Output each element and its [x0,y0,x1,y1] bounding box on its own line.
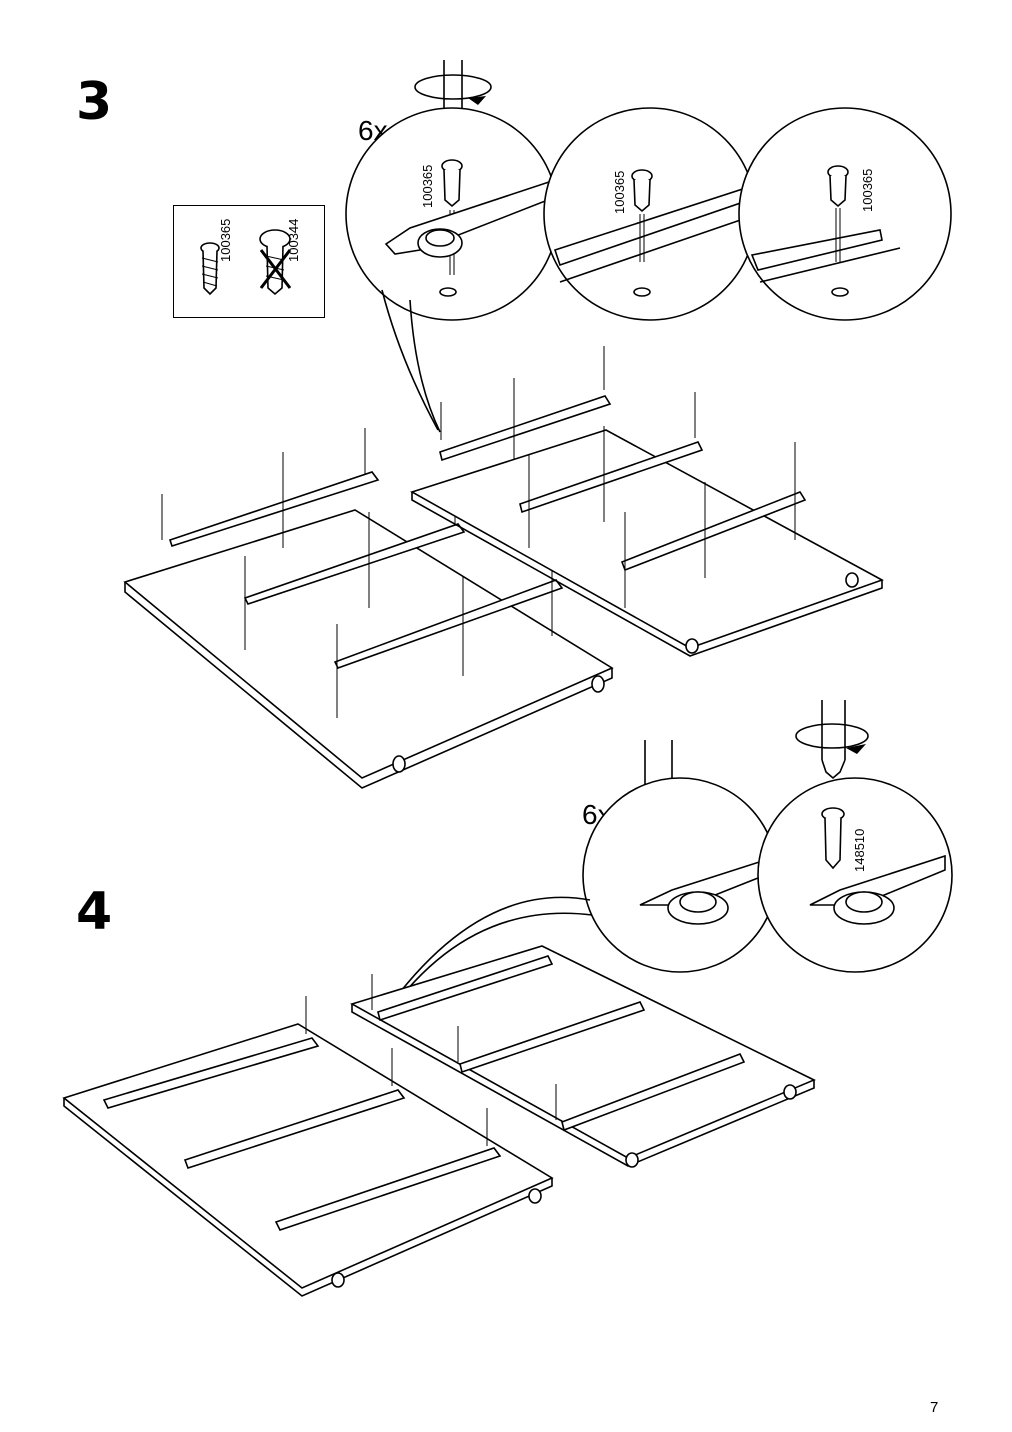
rail [243,523,466,605]
rail [459,1001,646,1074]
detail-circle-3 [738,107,952,321]
detail-circle-5 [757,777,953,973]
rail [183,1089,406,1169]
screw-100344-crossed-icon [259,229,292,296]
screw-legend-box [173,205,325,318]
rail [102,1037,320,1109]
step-3-number: 3 [76,72,113,132]
rail [377,955,554,1022]
rail [168,471,380,548]
rail [439,395,612,462]
rail [519,441,704,514]
page-number: 7 [930,1399,939,1416]
screw-100365-icon [200,242,220,296]
rail [561,1052,746,1132]
step-4-number: 4 [76,882,113,942]
rail [620,491,807,572]
rail [274,1147,502,1231]
